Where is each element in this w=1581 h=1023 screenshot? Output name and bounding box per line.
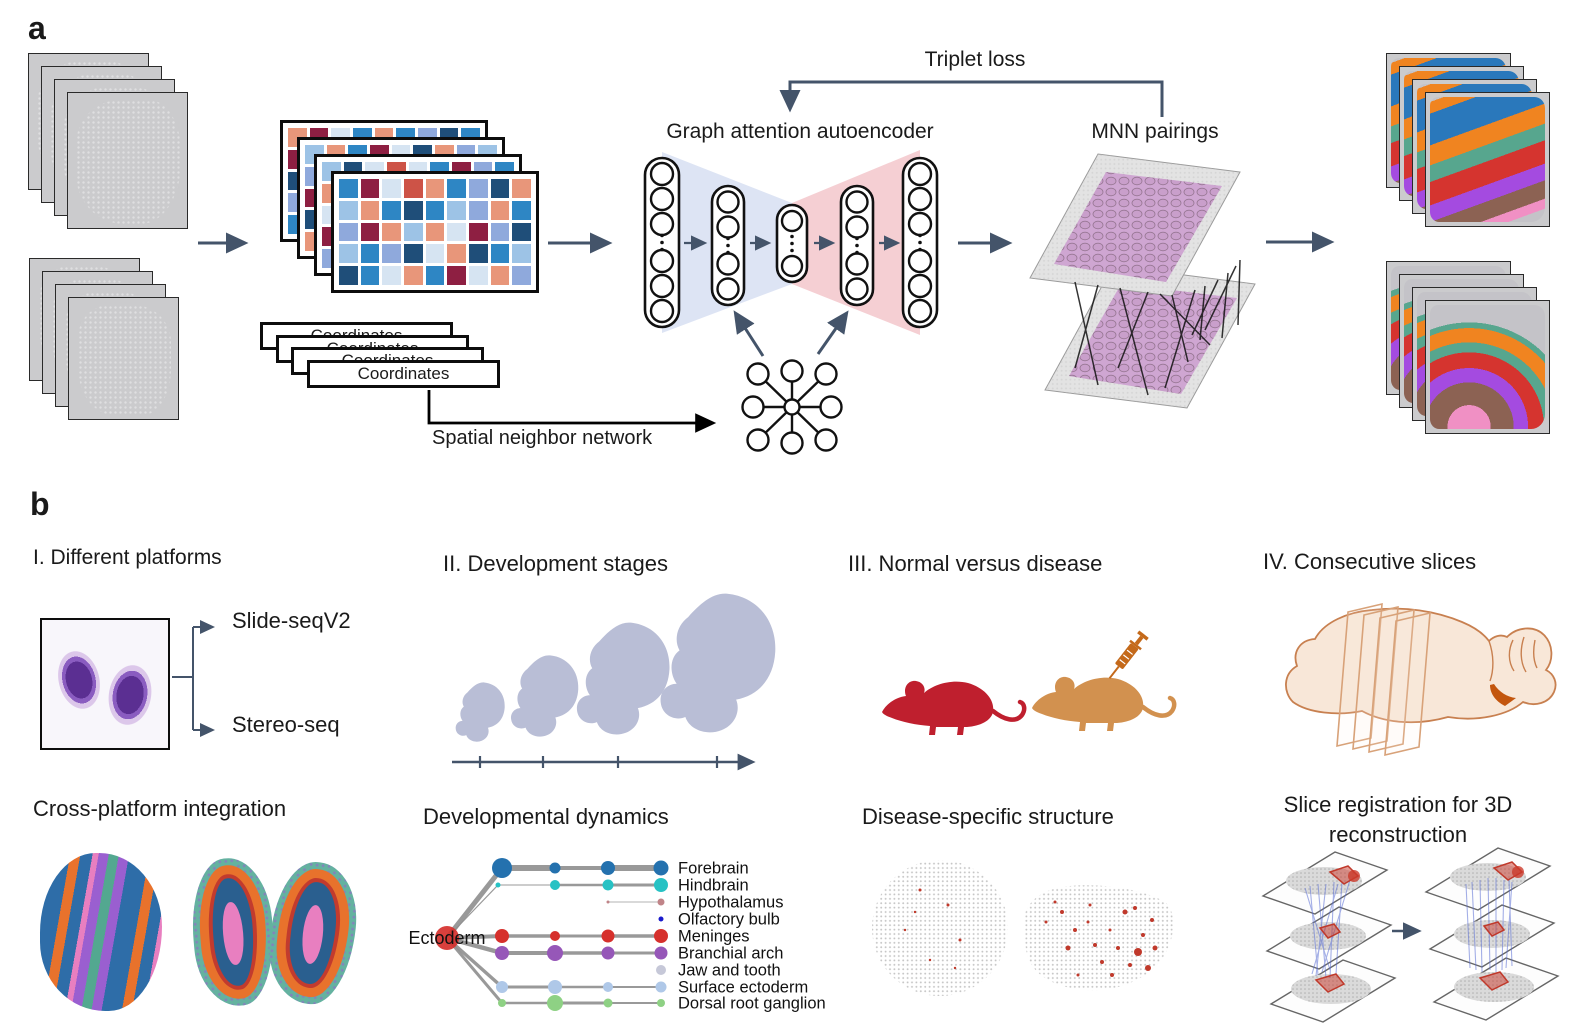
heading-slice-registration-1: Slice registration for 3D xyxy=(1283,792,1513,817)
heading-slice-registration-2: reconstruction xyxy=(1328,822,1468,847)
histology-slide xyxy=(68,297,179,420)
coordinates-box: Coordinates xyxy=(307,360,500,388)
heading-disease-structure: Disease-specific structure xyxy=(862,804,1114,829)
spatial-network-label: Spatial neighbor network xyxy=(432,427,653,449)
panel-a-label: a xyxy=(28,10,46,46)
heading-consecutive-slices: IV. Consecutive slices xyxy=(1263,549,1477,574)
triplet-loss-label: Triplet loss xyxy=(924,48,1026,71)
clustered-slide xyxy=(1425,300,1550,434)
panel-b-label: b xyxy=(30,486,50,522)
autoencoder-label: Graph attention autoencoder xyxy=(666,120,934,143)
expression-matrix-card xyxy=(331,171,539,293)
heading-normal-vs-disease: III. Normal versus disease xyxy=(848,551,1103,576)
cross-platform-map-left xyxy=(40,853,162,1011)
heading-development-stages: II. Development stages xyxy=(443,551,669,576)
platform-histology-image xyxy=(40,618,170,750)
platform-slide-seqv2: Slide-seqV2 xyxy=(232,608,351,633)
histology-slide xyxy=(67,92,188,229)
platform-stereo-seq: Stereo-seq xyxy=(232,712,340,737)
mnn-pairings-label: MNN pairings xyxy=(1091,120,1219,143)
heading-different-platforms: I. Different platforms xyxy=(33,546,222,569)
heading-cross-platform: Cross-platform integration xyxy=(33,796,287,821)
heading-developmental-dynamics: Developmental dynamics xyxy=(423,804,669,829)
clustered-slide xyxy=(1425,92,1550,227)
coordinates-label: Coordinates xyxy=(357,364,450,383)
